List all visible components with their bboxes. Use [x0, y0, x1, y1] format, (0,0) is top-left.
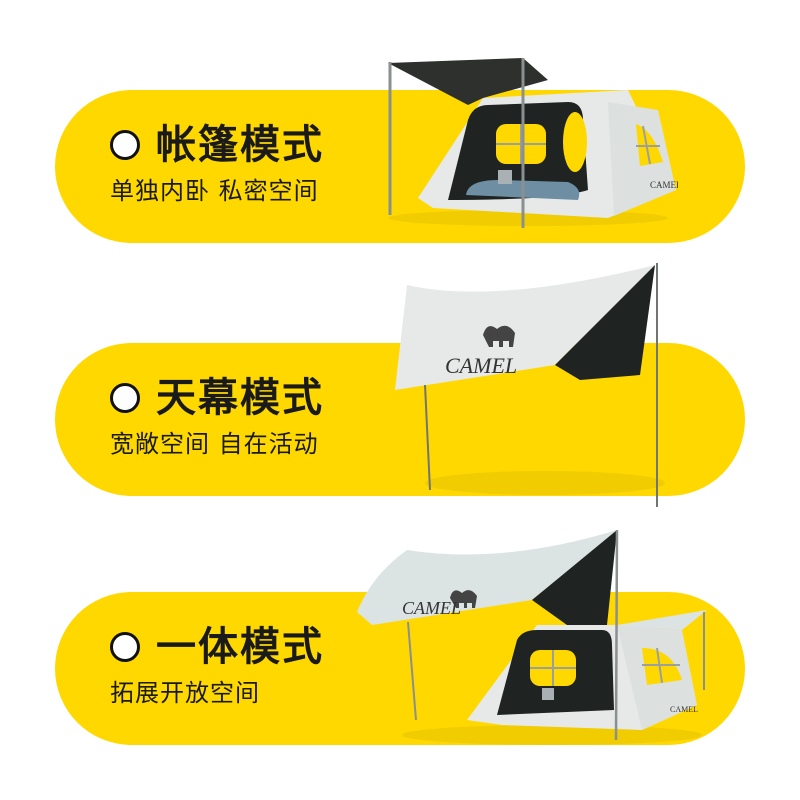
radio-circle-icon[interactable] — [110, 632, 140, 662]
mode-tent[interactable]: 帐篷模式 单独内卧 私密空间 — [110, 123, 324, 205]
camel-logo-icon — [450, 590, 477, 608]
mode-subtitle: 拓展开放空间 — [110, 679, 260, 707]
mode-title: 帐篷模式 — [156, 122, 324, 168]
brand-logo: CAMEL — [445, 353, 517, 378]
mode-subtitle: 单独内卧 私密空间 — [110, 177, 319, 205]
brand-logo: CAMEL — [670, 705, 698, 714]
canopy-image: CAMEL — [395, 255, 675, 510]
radio-circle-icon[interactable] — [110, 130, 140, 160]
combined-image: CAMEL CAMEL — [352, 530, 712, 755]
mode-canopy[interactable]: 天幕模式 宽敞空间 自在活动 — [110, 376, 324, 458]
tent-image: CAMEL — [378, 50, 678, 230]
mode-title: 天幕模式 — [156, 375, 324, 421]
mode-title: 一体模式 — [156, 624, 324, 670]
radio-circle-icon[interactable] — [110, 383, 140, 413]
mode-subtitle: 宽敞空间 自在活动 — [110, 430, 319, 458]
mode-combined[interactable]: 一体模式 拓展开放空间 — [110, 625, 324, 707]
brand-logo: CAMEL — [402, 598, 461, 618]
camel-logo-icon — [483, 325, 515, 347]
brand-logo: CAMEL — [650, 180, 678, 190]
